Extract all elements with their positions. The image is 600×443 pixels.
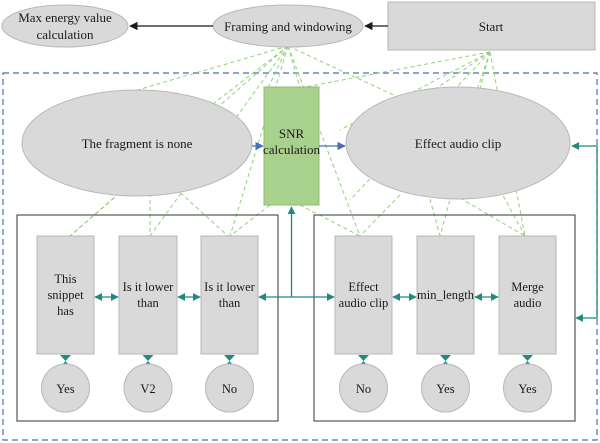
snr-label-1: SNR [279, 126, 305, 141]
lower-than-1-label-1: Is it lower [123, 280, 175, 294]
outcome-label-5: Yes [436, 382, 454, 396]
left-group-frame [16, 214, 279, 422]
min-length-node [416, 235, 475, 355]
outcome-label-2: V2 [140, 382, 155, 396]
max-energy-node [1, 4, 129, 48]
outcome-circle-no-1 [205, 363, 254, 413]
effect-audio-clip-label-2: audio clip [339, 296, 389, 310]
snr-node [263, 86, 320, 206]
outcome-circle-yes-1 [41, 363, 90, 413]
outcome-label-3: No [222, 382, 237, 396]
max-energy-label-1: Max energy value [18, 10, 112, 25]
outcome-circle-no-2 [339, 363, 388, 413]
lower-than-2-label-1: Is it lower [204, 280, 256, 294]
this-snippet-label-3: has [57, 304, 74, 318]
merge-audio-label-1: Merge [511, 280, 544, 294]
outcome-label-1: Yes [56, 382, 74, 396]
lower-than-2-node [200, 235, 259, 355]
bowtie-connectors [60, 355, 533, 367]
effect-audio-clip-label-1: Effect [348, 280, 379, 294]
start-label: Start [479, 19, 504, 34]
outcome-label-4: No [356, 382, 371, 396]
fragment-none-label: The fragment is none [82, 136, 193, 151]
effect-audio-clip-node [334, 235, 393, 355]
lower-than-1-node [118, 235, 178, 355]
effect-audio-top-label: Effect audio clip [415, 136, 501, 151]
this-snippet-node [36, 235, 95, 355]
snr-label-2: calculation [263, 142, 321, 157]
max-energy-label-2: calculation [36, 27, 94, 42]
outcome-label-6: Yes [518, 382, 536, 396]
framing-label: Framing and windowing [224, 19, 352, 34]
outcome-circle-yes-2 [421, 363, 470, 413]
effect-audio-top-node [345, 86, 571, 200]
merge-audio-node [498, 235, 557, 355]
teal-links [94, 142, 598, 322]
outcome-circle-v2 [123, 363, 173, 413]
this-snippet-label-2: snippet [47, 288, 84, 302]
lower-than-2-label-2: than [219, 296, 241, 310]
fragment-none-node [21, 89, 253, 197]
lower-than-1-label-2: than [137, 296, 159, 310]
outcome-circle-yes-3 [503, 363, 552, 413]
min-length-label: min_length [417, 288, 475, 302]
this-snippet-label-1: This [54, 272, 76, 286]
merge-audio-label-2: audio [514, 296, 542, 310]
